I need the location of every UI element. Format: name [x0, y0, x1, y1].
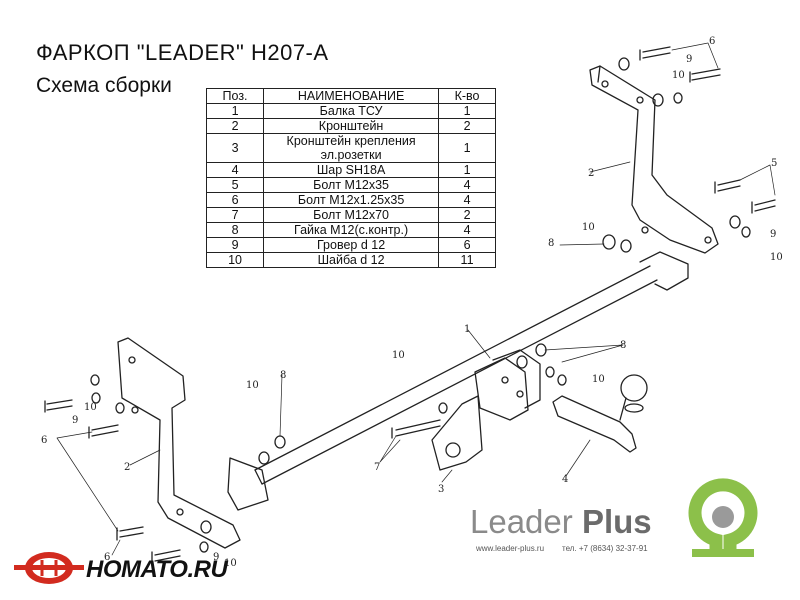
callout-10-beam: 10 — [392, 350, 405, 361]
cell-qty: 1 — [438, 133, 496, 163]
ball-mount-plates — [474, 349, 541, 421]
leader-lines — [56, 42, 776, 556]
callout-9-right: 9 — [770, 229, 776, 240]
right-bracket — [589, 65, 719, 254]
cell-pos: 3 — [205, 133, 265, 163]
left-bracket — [117, 337, 241, 549]
homato-logo-icon — [14, 552, 84, 584]
brand-name-light: Leader — [470, 503, 573, 540]
callout-10-right: 10 — [770, 252, 783, 263]
callout-10-top: 10 — [672, 70, 685, 81]
tow-ball — [552, 374, 648, 453]
drawing-title: ФАРКОП "LEADER" H207-A — [36, 40, 329, 65]
callout-3: 3 — [438, 484, 444, 495]
cell-name: Шар SH18A — [263, 162, 440, 178]
tow-beam — [227, 251, 689, 511]
callout-10-bracket: 10 — [582, 222, 595, 233]
callout-8-center: 8 — [280, 370, 286, 381]
brand-phone: тел. +7 (8634) 32-37-91 — [562, 544, 648, 553]
cell-qty: 11 — [438, 252, 496, 268]
callout-5: 5 — [771, 158, 777, 169]
callout-8-right: 8 — [548, 238, 554, 249]
callout-10-ball: 10 — [592, 374, 605, 385]
cell-name: Болт М12х1.25х35 — [263, 192, 440, 208]
cell-name: Болт М12х70 — [263, 207, 440, 223]
bolts — [44, 46, 776, 564]
callout-10-left: 10 — [84, 402, 97, 413]
callout-1: 1 — [464, 324, 470, 335]
callout-4: 4 — [562, 474, 568, 485]
cell-name: Кронштейн — [263, 118, 440, 134]
callout-2-left: 2 — [124, 462, 130, 473]
brand-website[interactable]: www.leader-plus.ru — [476, 544, 545, 553]
drawing-subtitle: Схема сборки — [36, 74, 172, 97]
callout-6-right: 6 — [709, 36, 715, 47]
callout-10-center: 10 — [246, 380, 259, 391]
callout-8-ball: 8 — [620, 340, 626, 351]
callout-2-right: 2 — [588, 168, 594, 179]
callout-10-bottom: 10 — [224, 558, 237, 569]
callout-6-left: 6 — [41, 435, 47, 446]
brand-name-bold: Plus — [581, 503, 652, 540]
homato-watermark: HOMATO.RU — [86, 556, 228, 583]
cell-name: Шайба d 12 — [263, 252, 440, 268]
callout-7: 7 — [374, 462, 380, 473]
callout-9-bottom: 9 — [213, 552, 219, 563]
leader-plus-brand: Leader Plus — [470, 503, 652, 541]
callout-9-left: 9 — [72, 415, 78, 426]
leader-plus-logo-icon — [688, 478, 758, 557]
callout-6-bottom: 6 — [104, 552, 110, 563]
cell-pos: 10 — [205, 252, 265, 268]
cell-name: Гайка М12(с.контр.) — [263, 222, 440, 238]
callout-9-top: 9 — [686, 54, 692, 65]
